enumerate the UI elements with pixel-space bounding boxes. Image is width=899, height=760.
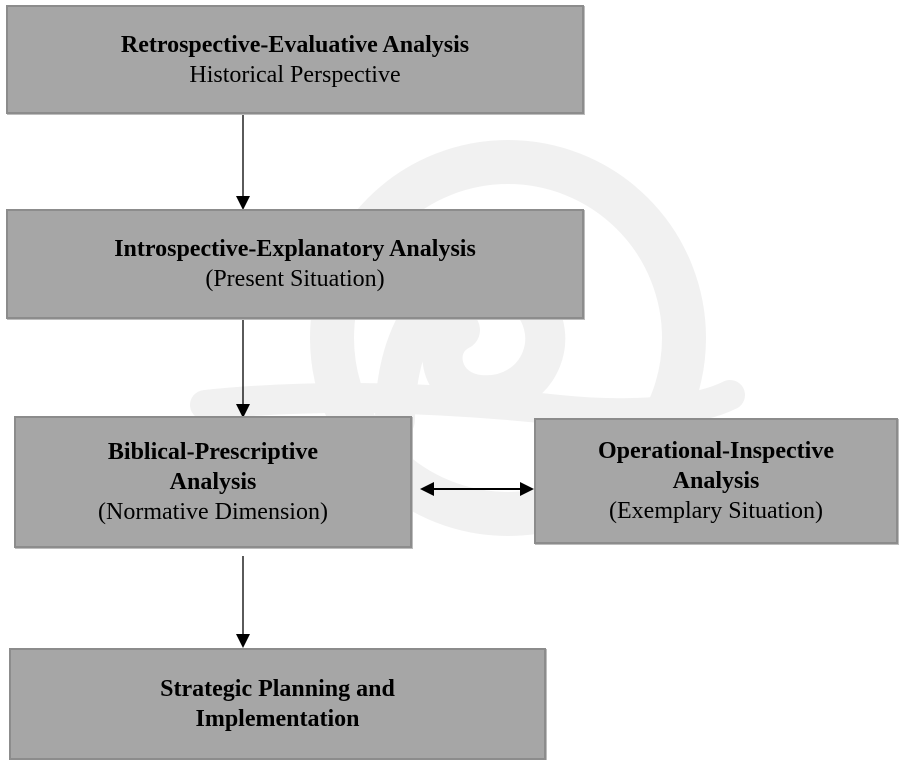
- node-title-line1: Operational-Inspective: [598, 438, 834, 464]
- node-subtitle: (Normative Dimension): [98, 499, 328, 525]
- node-subtitle: (Present Situation): [205, 266, 385, 292]
- node-introspective-explanatory: Introspective-Explanatory Analysis (Pres…: [6, 209, 584, 319]
- node-strategic-planning: Strategic Planning and Implementation: [9, 648, 546, 760]
- node-title-line2: Analysis: [672, 468, 760, 494]
- node-title-line1: Biblical-Prescriptive: [107, 439, 319, 465]
- edge-retrospective-to-introspective: [236, 114, 250, 210]
- edge-biblical-to-operational: [420, 482, 534, 496]
- node-title: Retrospective-Evaluative Analysis: [120, 31, 470, 58]
- node-subtitle: (Exemplary Situation): [609, 498, 823, 524]
- node-title: Introspective-Explanatory Analysis: [114, 236, 476, 262]
- node-subtitle: Historical Perspective: [189, 61, 401, 88]
- node-title-line2: Implementation: [195, 706, 360, 732]
- edge-biblical-to-strategic: [236, 556, 250, 648]
- node-biblical-prescriptive: Biblical-Prescriptive Analysis (Normativ…: [14, 416, 412, 548]
- edge-introspective-to-biblical: [236, 319, 250, 418]
- node-operational-inspective: Operational-Inspective Analysis (Exempla…: [534, 418, 898, 544]
- node-title-line1: Strategic Planning and: [160, 676, 395, 702]
- node-retrospective-evaluative: Retrospective-Evaluative Analysis Histor…: [6, 5, 584, 114]
- node-title-line2: Analysis: [169, 469, 257, 495]
